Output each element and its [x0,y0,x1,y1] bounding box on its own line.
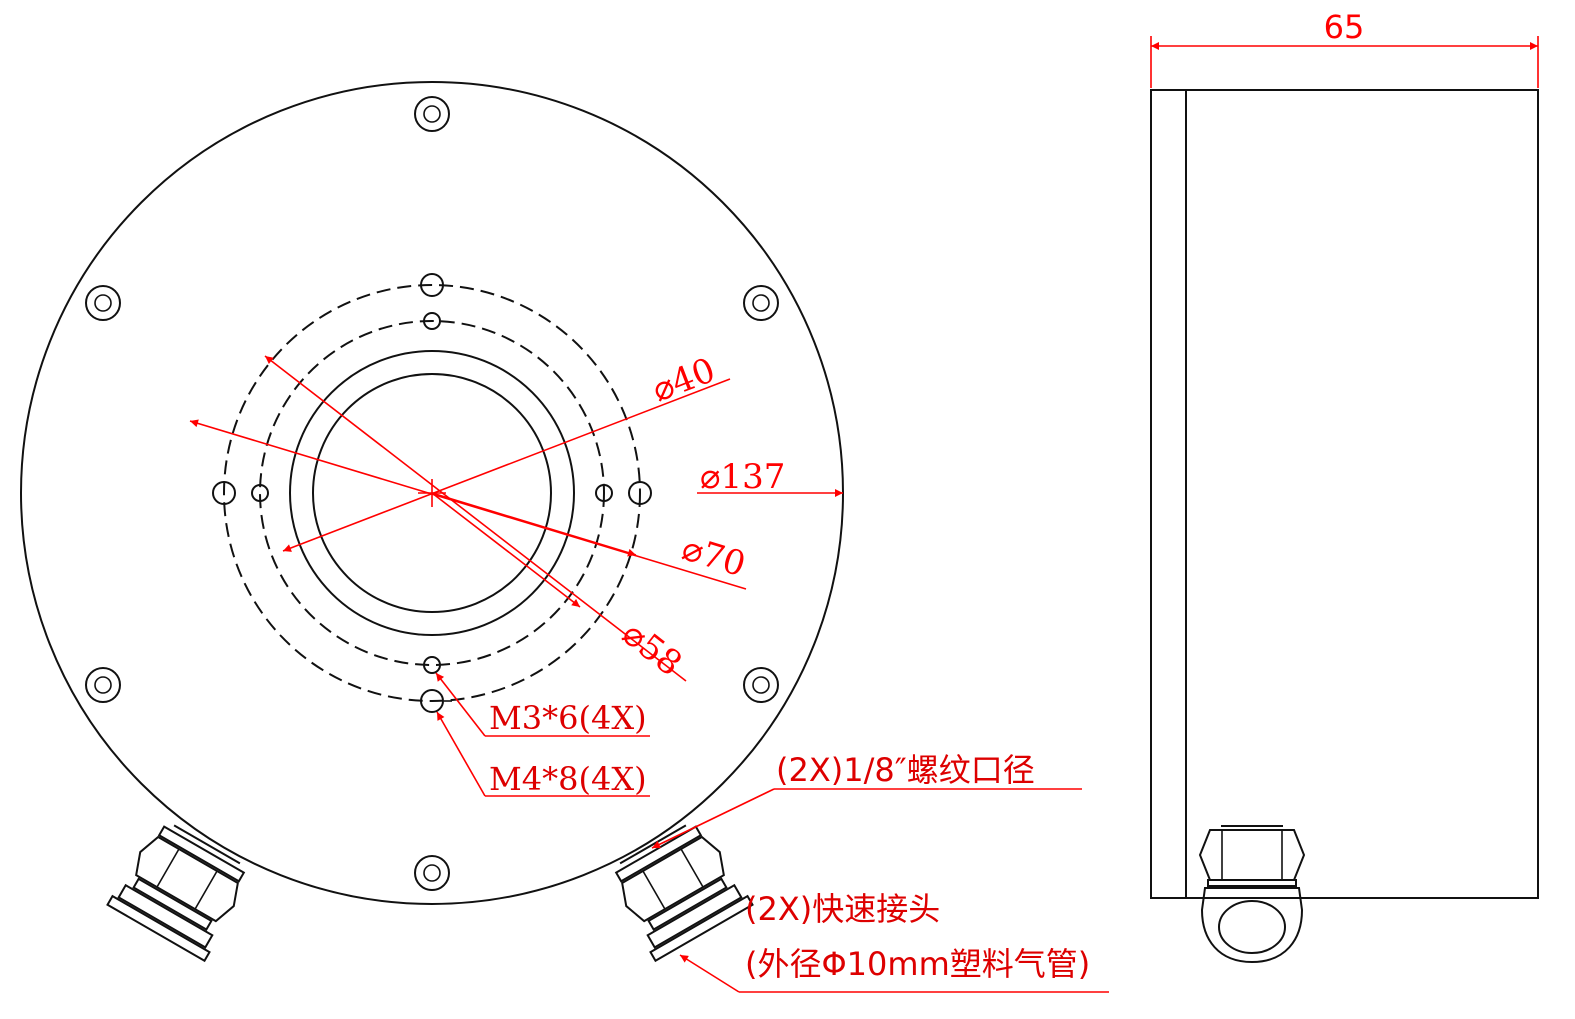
outer-bolt-pattern [85,96,779,891]
m4-holes [212,273,652,713]
dim-length [1150,36,1539,88]
label-d40: ⌀40 [647,350,721,410]
bolt-upper-left [85,285,121,321]
label-d137: ⌀137 [700,457,785,497]
fitting-left [106,824,246,963]
side-body [1150,89,1539,899]
label-m4-holes: M4*8(4X) [489,760,647,798]
side-fitting [1198,825,1306,964]
label-d58: ⌀58 [614,614,689,685]
dim-line-d40 [282,378,731,552]
label-thread-port: (2X)1/8″螺纹口径 [776,751,1035,789]
dim-line-d58 [264,355,687,682]
label-d70: ⌀70 [677,528,750,585]
dimension-lines [189,355,1109,993]
front-view: ⌀40 ⌀137 ⌀70 ⌀58 M3*6(4X) M4*8(4X) (2X)1… [20,81,1109,993]
bolt-circle-m3-dashed [259,320,605,666]
label-fitting-line1: (2X)快速接头 [745,890,940,928]
dim-line-d70 [189,419,747,590]
label-fitting-line2: (外径Φ10mm塑料气管) [745,945,1090,983]
bolt-upper-right [743,285,779,321]
bolt-top [414,96,450,132]
bore-circle-inner [312,373,552,613]
label-length: 65 [1324,8,1365,46]
bolt-circle-m4-dashed [223,284,641,702]
fitting-right [614,824,754,963]
bolt-lower-right [743,667,779,703]
bolt-lower-left [85,667,121,703]
m3-holes [251,312,613,674]
bolt-bottom [414,855,450,891]
bore-circle-outer [289,350,575,636]
side-view: 65 [1150,8,1539,964]
label-m3-holes: M3*6(4X) [489,699,647,737]
